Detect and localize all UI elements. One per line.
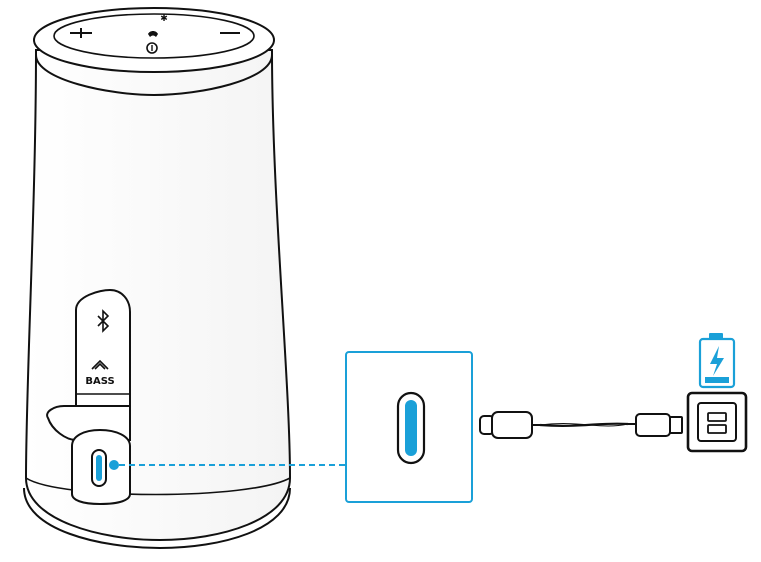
- speaker-body: [24, 49, 292, 542]
- play-pause-button[interactable]: [146, 42, 158, 54]
- bass-label: BASS: [85, 376, 114, 387]
- lightning-icon: [710, 346, 724, 376]
- battery-charging-icon: [698, 333, 736, 389]
- call-button[interactable]: [148, 31, 158, 37]
- top-buttons: ✱: [70, 14, 240, 54]
- bluetooth-pair-button[interactable]: ✱: [160, 14, 168, 24]
- usb-cable-icon: [479, 411, 683, 439]
- usb-c-port-icon[interactable]: [91, 449, 107, 487]
- bass-icon[interactable]: BASS: [85, 359, 115, 387]
- wall-charger-icon: [686, 391, 748, 453]
- callout-dot: [109, 460, 119, 470]
- bluetooth-icon[interactable]: [97, 309, 110, 333]
- bluetooth-pair-icon: ✱: [160, 14, 168, 24]
- speaker: [23, 7, 292, 550]
- volume-down-button[interactable]: [70, 28, 92, 38]
- port-callout: [345, 351, 473, 503]
